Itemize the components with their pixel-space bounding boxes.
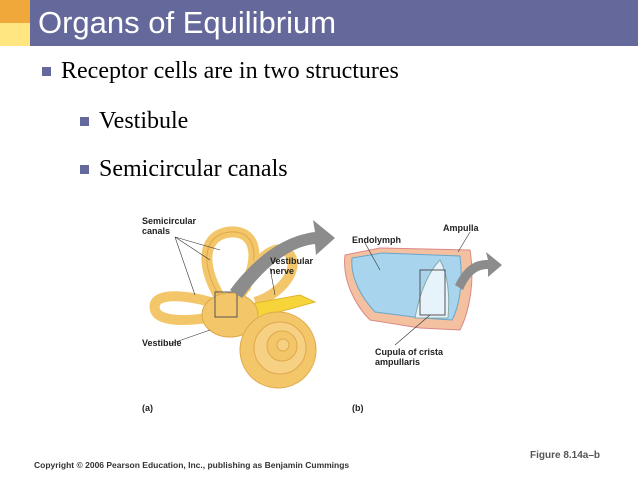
bullet-text: Vestibule xyxy=(99,108,189,134)
magnify-arrow-icon xyxy=(230,220,335,298)
figure-reference: Figure 8.14a–b xyxy=(530,450,601,461)
bullet-square-icon xyxy=(80,165,89,174)
sub-bullet-item: Semicircular canals xyxy=(80,156,288,183)
vestibule-drawing xyxy=(201,292,259,338)
bullet-square-icon xyxy=(42,67,51,76)
sub-bullet-item: Vestibule xyxy=(80,108,188,135)
corner-accent-yellow xyxy=(0,23,30,46)
bullet-square-icon xyxy=(80,117,89,126)
crista-inset-box xyxy=(419,269,446,316)
label-line: nerve xyxy=(270,266,295,276)
ampulla-cross-section xyxy=(344,247,473,331)
label-part-a: (a) xyxy=(142,403,153,413)
small-arrow-icon xyxy=(455,252,502,290)
label-cupula: Cupula of crista ampullaris xyxy=(375,347,443,367)
cochlea-drawing xyxy=(239,311,317,389)
title-bar xyxy=(30,0,638,46)
bullet-text: Receptor cells are in two structures xyxy=(61,58,399,84)
inner-ear-figure: Semicircular canals Vestibular nerve Ves… xyxy=(130,210,510,420)
label-line: Semicircular xyxy=(142,216,197,226)
label-vestibule: Vestibule xyxy=(142,338,182,348)
label-line: Cupula of crista xyxy=(375,347,444,357)
label-line: Vestibular xyxy=(270,256,314,266)
label-line: canals xyxy=(142,226,171,236)
label-line: ampullaris xyxy=(375,357,421,367)
leader-lines xyxy=(169,231,471,346)
label-ampulla: Ampulla xyxy=(443,223,479,233)
corner-accent-orange xyxy=(0,0,30,23)
slide-title: Organs of Equilibrium xyxy=(38,5,337,40)
vestibule-inset-box xyxy=(214,291,238,318)
label-endolymph: Endolymph xyxy=(352,235,401,245)
label-vestibular-nerve: Vestibular nerve xyxy=(270,256,313,276)
copyright-notice: Copyright © 2006 Pearson Education, Inc.… xyxy=(34,460,350,470)
label-part-b: (b) xyxy=(352,403,364,413)
label-semicircular-canals: Semicircular canals xyxy=(142,216,196,236)
bullet-text: Semicircular canals xyxy=(99,156,288,182)
bullet-item: Receptor cells are in two structures xyxy=(42,58,399,85)
inner-ear-illustration xyxy=(149,220,502,389)
